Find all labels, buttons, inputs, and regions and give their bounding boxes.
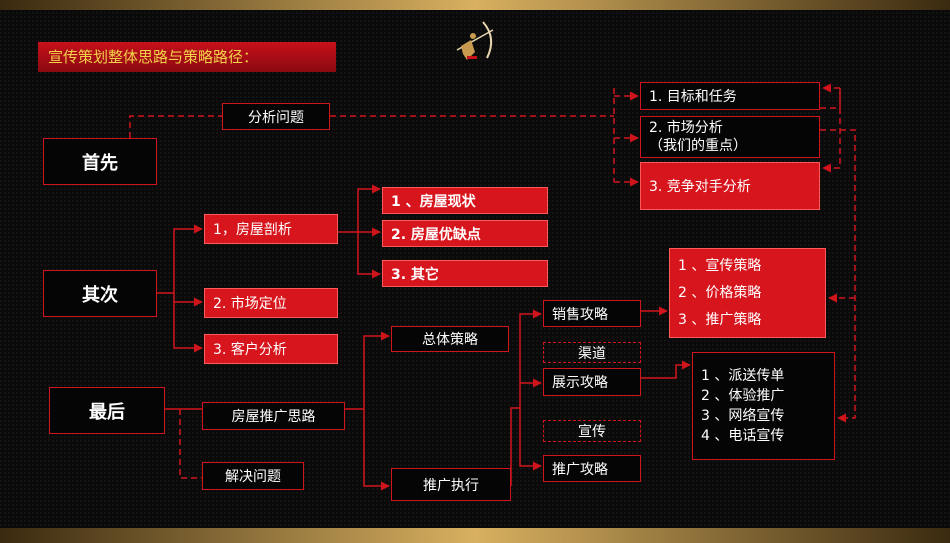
step-last: 最后 (49, 387, 165, 434)
market-analysis-line2: （我们的重点） (649, 138, 747, 154)
customer-analysis: 3. 客户分析 (204, 334, 338, 364)
house-other: 3. 其它 (382, 260, 548, 287)
step-second: 其次 (43, 270, 157, 317)
action-item: 3 、网络宣传 (701, 408, 785, 424)
strategy-item: 3 、推广策略 (678, 311, 762, 328)
house-status: 1 、房屋现状 (382, 187, 548, 214)
overall-strategy: 总体策略 (391, 326, 509, 352)
bottom-gold-bar (0, 528, 950, 543)
promotion-execution: 推广执行 (391, 468, 511, 501)
action-item: 4 、电话宣传 (701, 428, 785, 444)
step-first: 首先 (43, 138, 157, 185)
archer-logo-icon (456, 21, 494, 60)
action-item: 2 、体验推广 (701, 388, 785, 404)
action-item: 1 、派送传单 (701, 368, 785, 384)
action-list: 1 、派送传单 2 、体验推广 3 、网络宣传 4 、电话宣传 (692, 352, 835, 460)
house-pros-cons: 2. 房屋优缺点 (382, 220, 548, 247)
strategy-item: 2 、价格策略 (678, 284, 762, 301)
publicity: 宣传 (543, 420, 641, 442)
strategy-item: 1 、宣传策略 (678, 257, 762, 274)
display-strategy: 展示攻略 (543, 368, 641, 396)
sales-strategy: 销售攻略 (543, 300, 641, 327)
goals-tasks: 1. 目标和任务 (640, 82, 820, 110)
solve-problem: 解决问题 (202, 462, 304, 490)
market-analysis: 2. 市场分析 （我们的重点） (640, 116, 820, 158)
house-analysis: 1，房屋剖析 (204, 214, 338, 244)
competitor-analysis: 3. 竞争对手分析 (640, 162, 820, 210)
promotion-strategy: 推广攻略 (543, 455, 641, 482)
top-gold-bar (0, 0, 950, 10)
channels: 渠道 (543, 342, 641, 363)
house-promotion-idea: 房屋推广思路 (202, 402, 345, 430)
strategy-list: 1 、宣传策略 2 、价格策略 3 、推广策略 (669, 248, 826, 338)
analyze-problem: 分析问题 (222, 103, 330, 130)
page-title: 宣传策划整体思路与策略路径： (38, 42, 336, 72)
market-positioning: 2. 市场定位 (204, 288, 338, 318)
market-analysis-line1: 2. 市场分析 (649, 120, 723, 136)
